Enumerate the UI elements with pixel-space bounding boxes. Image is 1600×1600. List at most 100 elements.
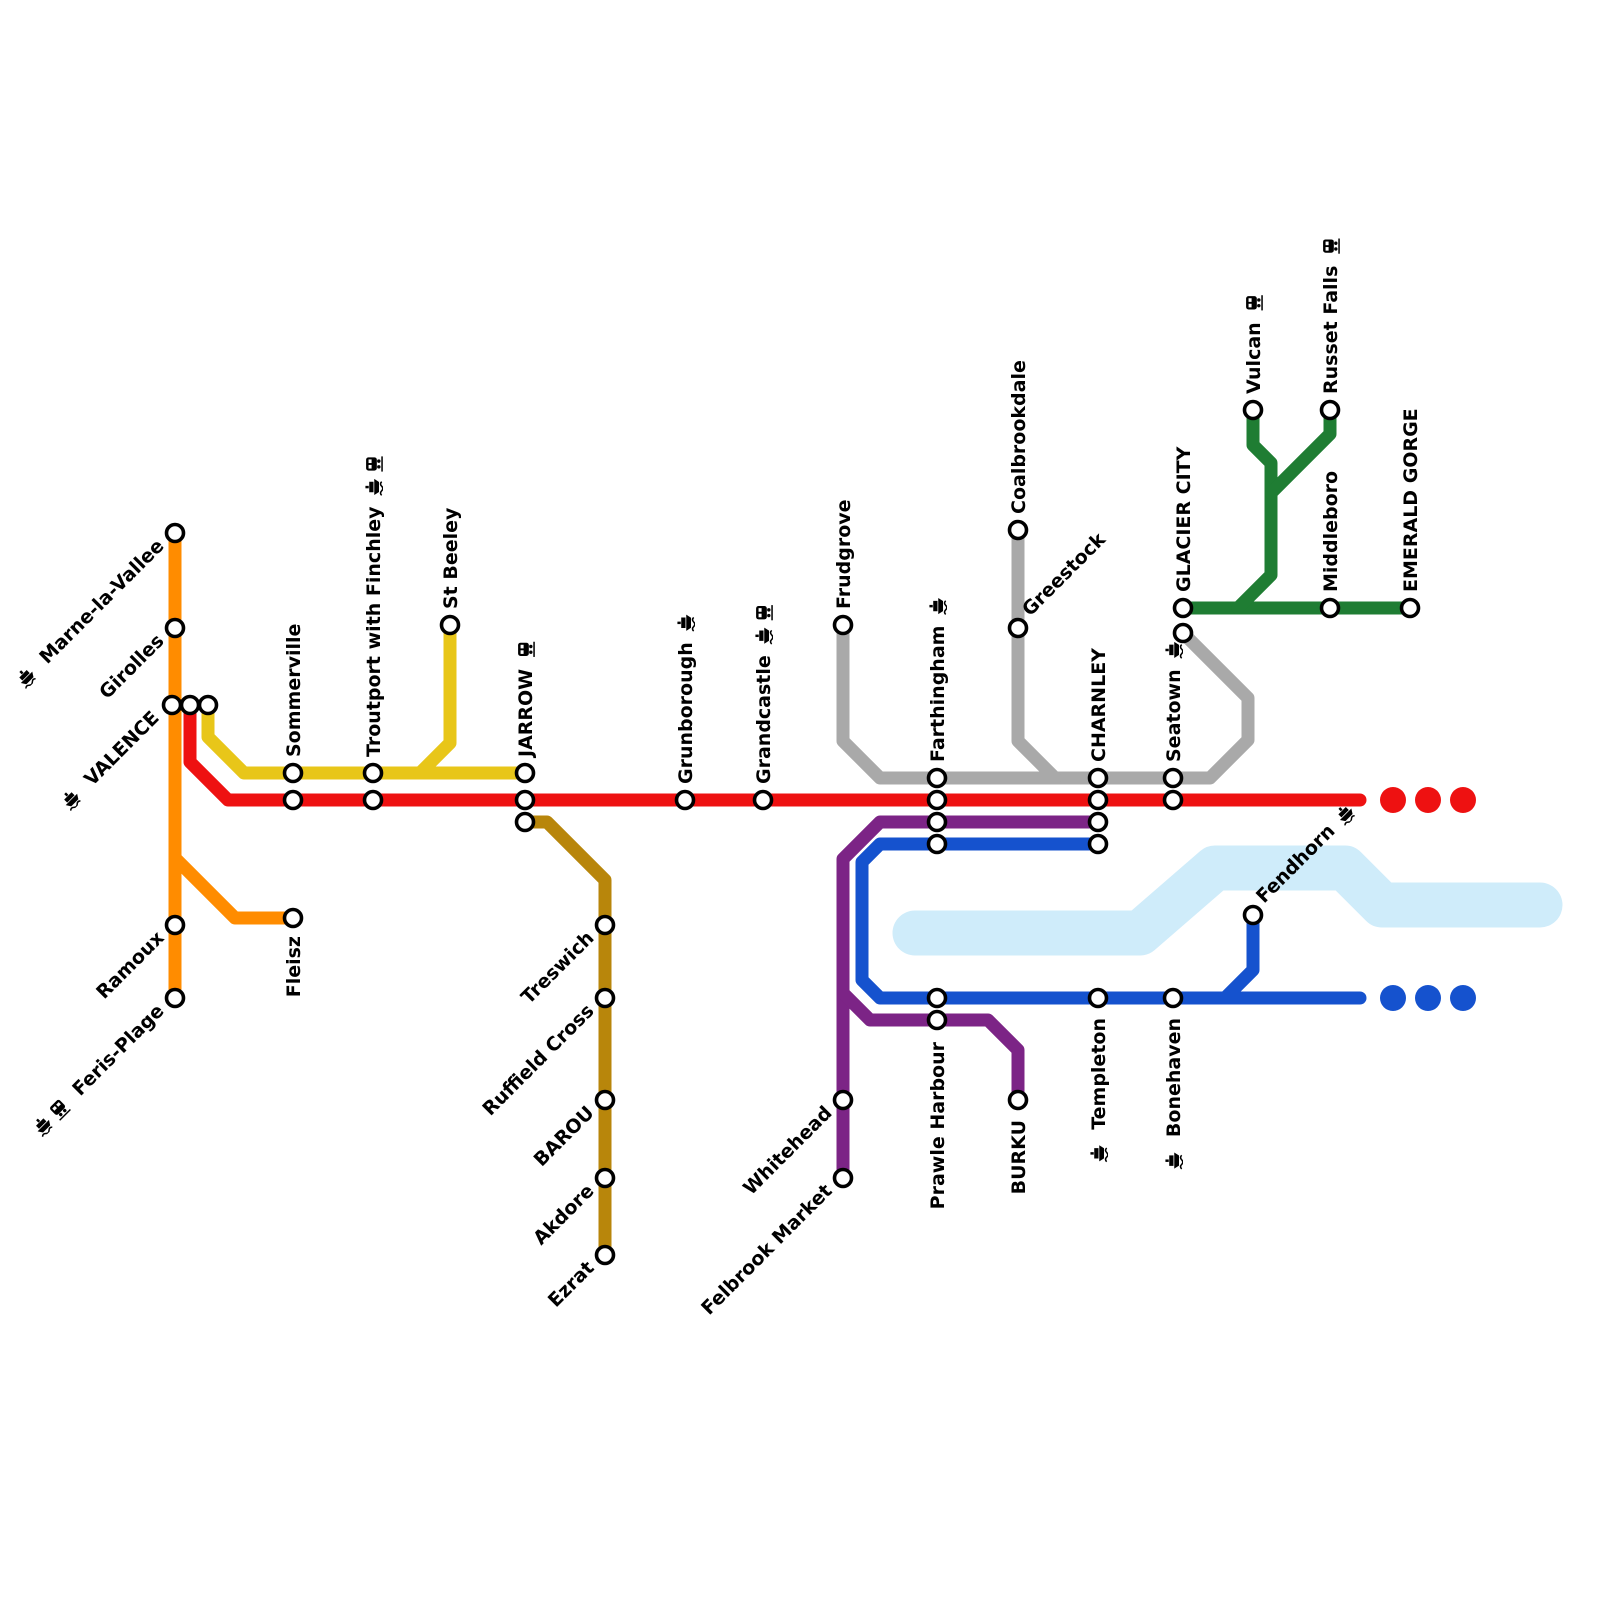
station-marker-jarrow[interactable] (514, 762, 536, 784)
station-marker-charnley[interactable] (1087, 811, 1109, 833)
station-label-seatown: Seatown (1163, 641, 1185, 762)
station-name: Grunborough (675, 642, 697, 784)
station-marker-middleboro[interactable] (1319, 597, 1341, 619)
station-marker-seatown[interactable] (1162, 789, 1184, 811)
station-name: St Beeley (440, 507, 462, 609)
brown-line (518, 815, 612, 1262)
station-marker-farthingham[interactable] (926, 811, 948, 833)
station-marker-glacier-city[interactable] (1172, 622, 1194, 644)
station-name: Prawle Harbour (927, 1041, 949, 1209)
river (892, 845, 1563, 956)
purple-line-burku-branch (836, 986, 1025, 1107)
station-label-middleboro: Middleboro (1320, 471, 1342, 592)
station-marker-girolles[interactable] (164, 617, 186, 639)
red-line (183, 698, 1367, 807)
red-line-continuation-dots (1380, 787, 1476, 813)
station-marker-grandcastle[interactable] (752, 789, 774, 811)
station-marker-coalbrookdale[interactable] (1007, 519, 1029, 541)
station-label-russet-falls: Russet Falls (1320, 238, 1342, 394)
station-marker-grunborough[interactable] (674, 789, 696, 811)
station-marker-whitehead[interactable] (832, 1089, 854, 1111)
station-marker-farthingham[interactable] (926, 767, 948, 789)
station-marker-valence[interactable] (179, 694, 201, 716)
station-marker-ezrat[interactable] (594, 1244, 616, 1266)
station-marker-glacier-city[interactable] (1172, 597, 1194, 619)
orange-line-fleisz-branch (168, 851, 300, 925)
station-name: Vulcan (1243, 322, 1265, 394)
station-marker-bonehaven[interactable] (1162, 987, 1184, 1009)
station-marker-charnley[interactable] (1087, 833, 1109, 855)
station-marker-feris-plage[interactable] (164, 987, 186, 1009)
station-name: EMERALD GORGE (1400, 408, 1422, 592)
station-label-charnley: CHARNLEY (1088, 648, 1110, 762)
red-continuation-dot (1450, 787, 1476, 813)
station-marker-russet-falls[interactable] (1319, 399, 1341, 421)
station-marker-frudgrove[interactable] (832, 614, 854, 636)
station-label-troutport: Troutport with Finchley (363, 456, 385, 757)
station-name: Coalbrookdale (1008, 360, 1030, 514)
station-marker-prawle-harbour[interactable] (926, 1009, 948, 1031)
station-label-prawle-harbour: Prawle Harbour (927, 1041, 949, 1209)
station-label-fleisz: Fleisz (283, 936, 305, 997)
station-name: Troutport with Finchley (363, 506, 385, 757)
station-marker-akdore[interactable] (594, 1167, 616, 1189)
yellow-line-main (201, 698, 532, 780)
station-marker-st-beeley[interactable] (439, 614, 461, 636)
station-marker-sommerville[interactable] (282, 762, 304, 784)
station-label-burku: BURKU (1008, 1120, 1030, 1194)
station-name: Farthingham (927, 626, 949, 762)
gray-line-coalbrookdale-branch (1011, 523, 1062, 785)
blue-line-fendhorn-branch (1218, 908, 1260, 1005)
purple-line-main (836, 815, 1105, 1185)
station-label-grandcastle: Grandcastle (753, 605, 775, 784)
station-marker-ruffield-cross[interactable] (594, 987, 616, 1009)
station-label-st-beeley: St Beeley (440, 507, 462, 609)
blue-continuation-dot (1380, 985, 1406, 1011)
station-marker-charnley[interactable] (1087, 789, 1109, 811)
station-label-bonehaven: Bonehaven (1163, 1018, 1185, 1170)
station-marker-farthingham[interactable] (926, 789, 948, 811)
station-name: Frudgrove (833, 499, 855, 609)
station-marker-charnley[interactable] (1087, 767, 1109, 789)
station-marker-vulcan[interactable] (1242, 399, 1264, 421)
station-marker-emerald-gorge[interactable] (1399, 597, 1421, 619)
blue-continuation-dot (1415, 985, 1441, 1011)
station-name: BURKU (1008, 1120, 1030, 1194)
station-marker-prawle-harbour[interactable] (926, 987, 948, 1009)
station-marker-troutport[interactable] (362, 789, 384, 811)
station-name: GLACIER CITY (1173, 446, 1195, 592)
station-marker-valence[interactable] (197, 694, 219, 716)
station-marker-templeton[interactable] (1087, 987, 1109, 1009)
station-marker-ramoux[interactable] (164, 914, 186, 936)
red-continuation-dot (1380, 787, 1406, 813)
station-marker-fendhorn[interactable] (1242, 904, 1264, 926)
gray-line-main (836, 618, 1255, 785)
station-marker-treswich[interactable] (594, 914, 616, 936)
station-marker-jarrow[interactable] (514, 811, 536, 833)
blue-continuation-dot (1450, 985, 1476, 1011)
station-marker-fleisz[interactable] (282, 907, 304, 929)
station-markers (161, 399, 1421, 1266)
station-marker-barou[interactable] (594, 1089, 616, 1111)
station-label-farthingham: Farthingham (927, 597, 949, 762)
station-marker-sommerville[interactable] (282, 789, 304, 811)
station-marker-greestock[interactable] (1007, 617, 1029, 639)
station-label-frudgrove: Frudgrove (833, 499, 855, 609)
station-marker-troutport[interactable] (362, 762, 384, 784)
station-label-templeton: Templeton (1088, 1018, 1110, 1163)
green-line-vulcan-branch (1231, 403, 1278, 615)
station-name: Middleboro (1320, 471, 1342, 592)
station-marker-burku[interactable] (1007, 1089, 1029, 1111)
station-marker-valence[interactable] (161, 694, 183, 716)
station-marker-marne-la-vallee[interactable] (164, 522, 186, 544)
station-marker-felbrook-market[interactable] (832, 1167, 854, 1189)
blue-line-continuation-dots (1380, 985, 1476, 1011)
station-name: Templeton (1088, 1018, 1110, 1130)
yellow-line-st-beeley-branch (413, 618, 457, 780)
station-label-jarrow: JARROW (515, 641, 537, 759)
station-marker-farthingham[interactable] (926, 833, 948, 855)
station-marker-seatown[interactable] (1162, 767, 1184, 789)
station-marker-jarrow[interactable] (514, 789, 536, 811)
